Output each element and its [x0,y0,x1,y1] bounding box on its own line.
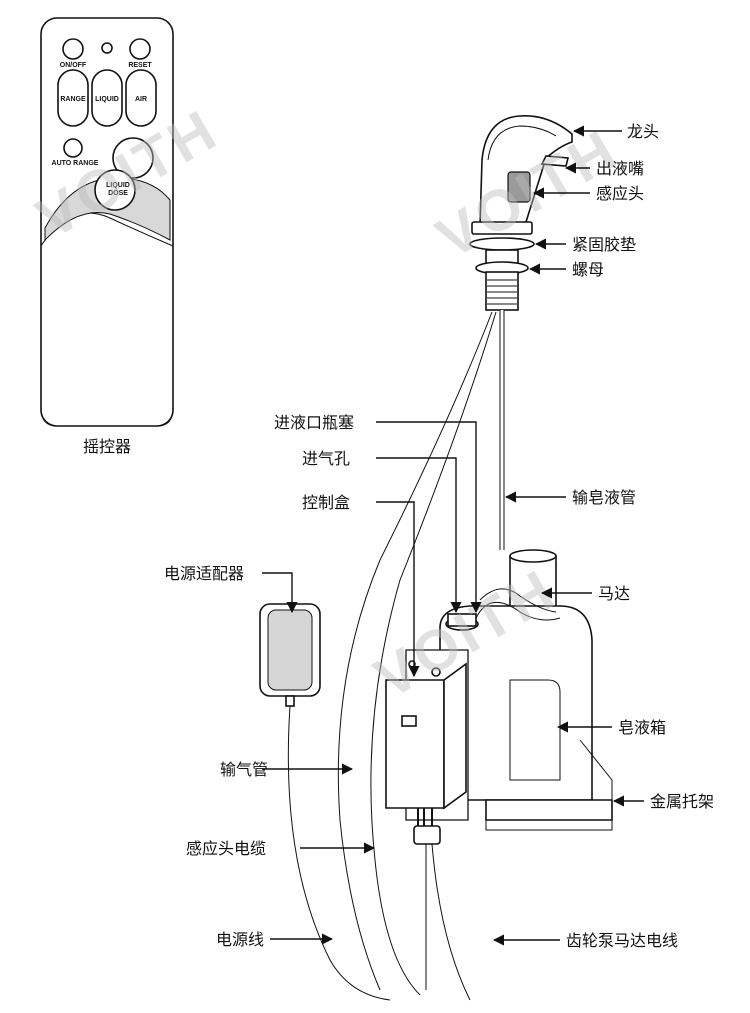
indicator-light [101,42,113,54]
control-box-side [443,662,467,810]
label-gear-pump-cable: 齿轮泵马达电线 [566,931,678,950]
range-label: RANGE [60,96,86,103]
control-box [385,649,469,845]
label-power-adapter: 电源适配器 [164,564,244,583]
air-tube-line [337,311,493,991]
remote-caption: 摇控器 [83,437,131,456]
auto-range-button [63,138,83,158]
label-metal-bracket: 金属托架 [650,792,714,811]
reset-button [129,38,151,60]
power-adapter [259,603,471,1001]
power-cord-line [287,705,391,1001]
bottle-plug-cap [447,613,477,627]
label-motor: 马达 [598,584,630,603]
label-sensor-cable: 感应头电缆 [186,839,266,858]
on-off-label: ON/OFF [60,62,87,69]
label-air-hole: 进气孔 [302,449,350,468]
label-bottle-plug: 进液口瓶塞 [274,413,354,432]
label-sensor: 感应头 [596,184,644,203]
air-button [125,69,157,127]
reset-label: RESET [128,62,152,69]
label-soap-tube: 输皂液管 [572,488,636,507]
label-air-tube: 输气管 [220,760,268,779]
label-spout: 出液嘴 [596,159,644,178]
gear-pump-cable-line [431,843,471,1001]
liquid-dose-label-1: LIQUID [106,182,130,189]
liquid-button [91,69,123,127]
label-nut: 螺母 [572,260,604,279]
connector [413,825,441,845]
on-off-button [62,38,84,60]
soap-tank-assembly [439,549,613,831]
control-box-port [401,715,417,727]
liquid-dose-label-2: DOSE [108,190,128,197]
auto-range-label: AUTO RANGE [52,160,99,167]
label-soap-tank: 皂液箱 [618,718,666,737]
faucet-body [479,115,573,227]
label-gasket: 紧固胶垫 [572,235,636,254]
remote-control: ON/OFF RESET RANGE LIQUID AIR AUTO RANGE… [40,17,174,427]
faucet-assembly [469,115,573,311]
liquid-label: LIQUID [95,96,119,103]
sensor-cable-line [370,311,497,996]
label-power-cord: 电源线 [216,930,264,949]
liquid-dose-button [94,169,136,211]
label-faucet: 龙头 [627,122,659,141]
air-label: AIR [135,96,147,103]
soap-tank [439,605,593,801]
sensor-window [507,171,531,203]
range-button [57,69,89,127]
label-control-box: 控制盒 [302,493,350,512]
tank-window [509,679,561,781]
motor-top [509,549,557,563]
metal-bracket [485,799,613,821]
big-button-upper [112,137,154,179]
faucet-base [471,221,533,235]
faucet-contour [487,125,557,161]
